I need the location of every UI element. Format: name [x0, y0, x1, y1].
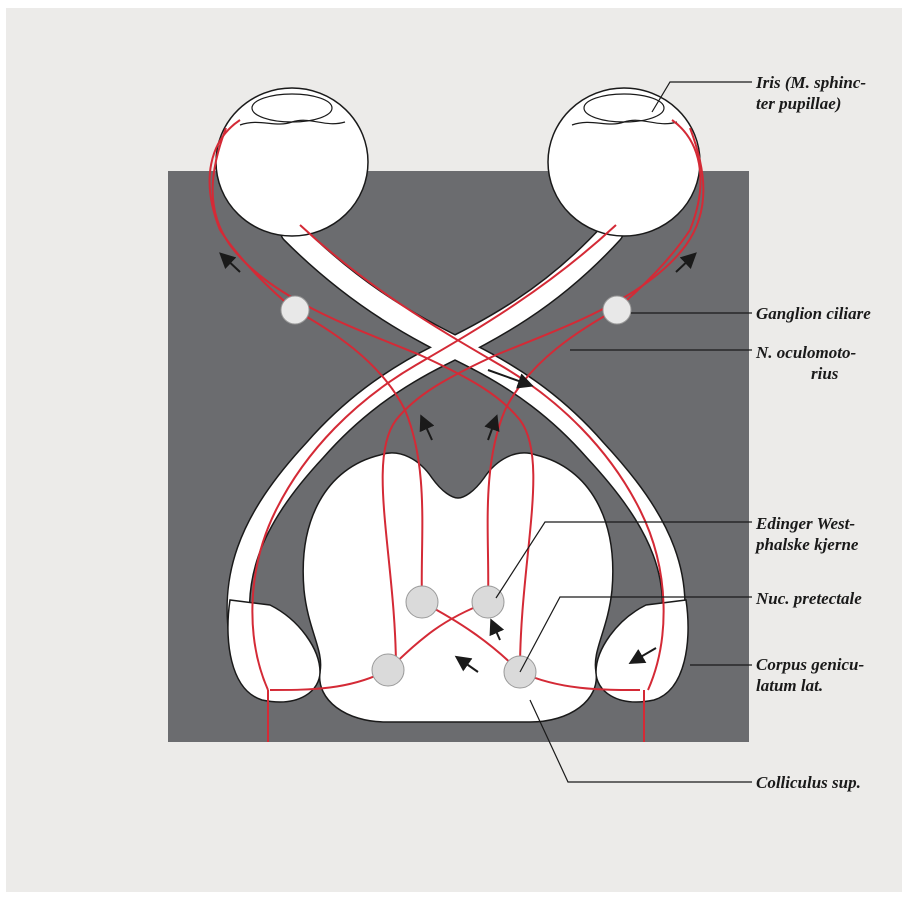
ganglion-ciliare-right: [603, 296, 631, 324]
label-colliculus-sup-line1: Colliculus sup.: [756, 772, 861, 793]
label-n-oculomotorius: N. oculomoto- rius: [756, 342, 856, 384]
label-n-oculomotorius-line1: N. oculomoto-: [756, 342, 856, 363]
label-edinger-westphal-line2: phalske kjerne: [756, 534, 858, 555]
eye-right: [548, 88, 700, 236]
label-ganglion-ciliare: Ganglion ciliare: [756, 303, 871, 324]
label-iris: Iris (M. sphinc- ter pupillae): [756, 72, 866, 114]
label-edinger-westphal: Edinger West- phalske kjerne: [756, 513, 858, 555]
label-iris-line1: Iris (M. sphinc-: [756, 72, 866, 93]
edinger-westphal-right: [472, 586, 504, 618]
label-iris-line2: ter pupillae): [756, 93, 866, 114]
label-ganglion-ciliare-line1: Ganglion ciliare: [756, 303, 871, 324]
label-n-oculomotorius-line2: rius: [756, 363, 856, 384]
label-corpus-geniculatum-line1: Corpus genicu-: [756, 654, 864, 675]
label-nuc-pretectale-line1: Nuc. pretectale: [756, 588, 862, 609]
label-corpus-geniculatum: Corpus genicu- latum lat.: [756, 654, 864, 696]
label-colliculus-sup: Colliculus sup.: [756, 772, 861, 793]
label-nuc-pretectale: Nuc. pretectale: [756, 588, 862, 609]
ganglion-ciliare-left: [281, 296, 309, 324]
nuc-pretectale-left: [372, 654, 404, 686]
label-corpus-geniculatum-line2: latum lat.: [756, 675, 864, 696]
eye-left: [216, 88, 368, 236]
edinger-westphal-left: [406, 586, 438, 618]
label-edinger-westphal-line1: Edinger West-: [756, 513, 858, 534]
